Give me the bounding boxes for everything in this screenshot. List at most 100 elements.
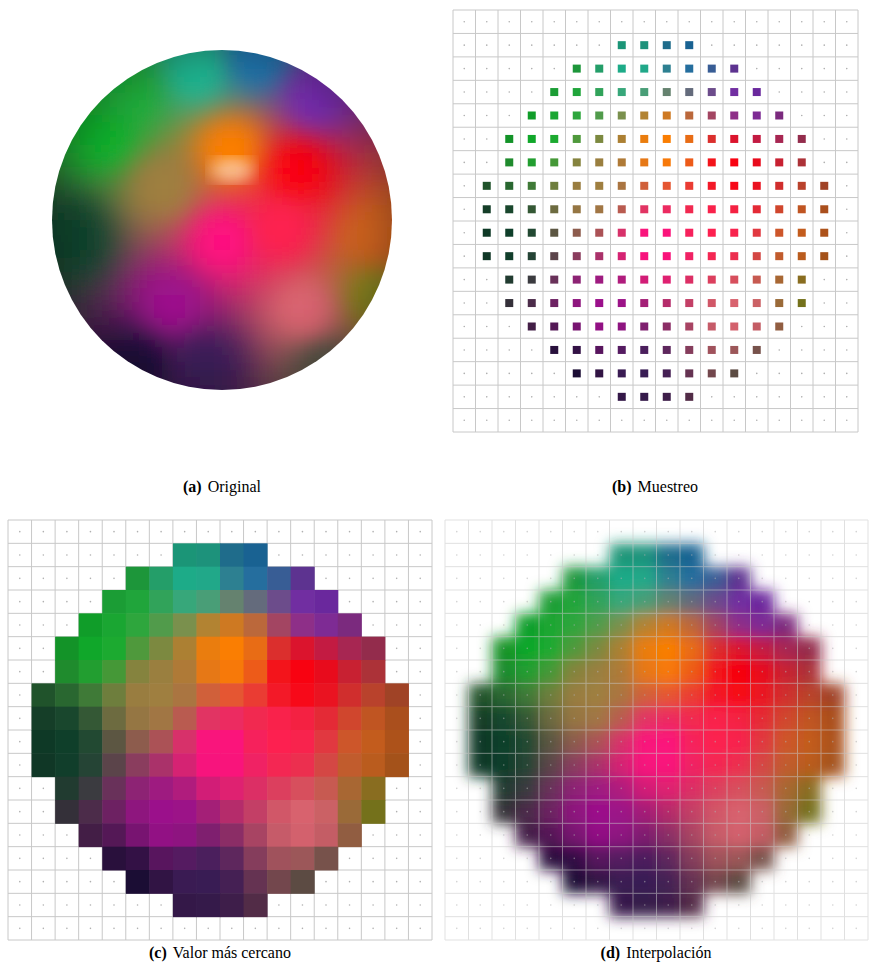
sphere-pixel [230,48,238,56]
sphere-pixel [230,333,238,341]
sphere-pixel [177,190,185,198]
sphere-pixel [200,325,208,333]
sphere-pixel [350,130,358,138]
sphere-pixel [177,40,185,48]
sphere-pixel [215,190,223,198]
sphere-pixel [282,198,290,206]
sphere-pixel [342,258,350,266]
sphere-pixel [177,78,185,86]
sphere-pixel [80,63,88,71]
sphere-pixel [80,115,88,123]
sphere-pixel [320,63,328,71]
sphere-pixel [222,265,230,273]
sphere-pixel [95,228,103,236]
sphere-pixel [192,333,200,341]
sphere-pixel [65,123,73,131]
sphere-pixel [335,325,343,333]
sphere-pixel [275,213,283,221]
sphere-pixel [192,318,200,326]
sphere-pixel [102,250,110,258]
sphere-pixel [230,393,238,401]
sphere-pixel [50,145,58,153]
sphere-pixel [72,288,80,296]
sphere-pixel [125,228,133,236]
sphere-pixel [305,168,313,176]
sphere-pixel [50,303,58,311]
sphere-pixel [252,393,260,401]
sphere-pixel [320,108,328,116]
sphere-pixel [170,348,178,356]
sphere-pixel [140,70,148,78]
sphere-pixel [162,310,170,318]
sphere-pixel [57,235,65,243]
sphere-pixel [72,198,80,206]
sphere-pixel [117,108,125,116]
sphere-pixel [282,93,290,101]
sphere-pixel [252,55,260,63]
sphere-pixel [147,70,155,78]
sphere-pixel [140,108,148,116]
sphere-pixel [192,108,200,116]
sphere-pixel [230,78,238,86]
sphere-pixel [297,48,305,56]
sphere-pixel [87,145,95,153]
sphere-pixel [350,220,358,228]
sphere-pixel [110,55,118,63]
sphere-pixel [215,153,223,161]
sphere-pixel [192,370,200,378]
sphere-pixel [80,273,88,281]
sphere-pixel [185,288,193,296]
sphere-pixel [117,123,125,131]
sphere-pixel [350,228,358,236]
sphere-pixel [260,175,268,183]
sphere-pixel [200,280,208,288]
sphere-pixel [215,85,223,93]
sphere-pixel [312,160,320,168]
sphere-pixel [245,205,253,213]
sphere-pixel [252,70,260,78]
sphere-pixel [335,340,343,348]
sphere-pixel [222,243,230,251]
sphere-pixel [87,273,95,281]
sphere-pixel [327,228,335,236]
sphere-pixel [230,310,238,318]
sphere-pixel [275,228,283,236]
sphere-pixel [245,85,253,93]
sphere-pixel [252,340,260,348]
sphere-pixel [57,168,65,176]
sphere-pixel [65,310,73,318]
sphere-pixel [290,63,298,71]
sphere-pixel [140,55,148,63]
sphere-pixel [200,55,208,63]
sphere-pixel [282,243,290,251]
sphere-pixel [207,295,215,303]
sphere-pixel [72,318,80,326]
sphere-pixel [245,393,253,401]
sphere-pixel [320,273,328,281]
sphere-pixel [252,288,260,296]
sphere-pixel [335,348,343,356]
sphere-pixel [140,190,148,198]
sphere-pixel [65,108,73,116]
sphere-pixel [320,48,328,56]
sphere-pixel [327,258,335,266]
sphere-pixel [132,355,140,363]
sphere-pixel [102,198,110,206]
sphere-pixel [177,123,185,131]
sphere-pixel [110,130,118,138]
sphere-pixel [252,78,260,86]
sphere-pixel [245,70,253,78]
sphere-pixel [275,115,283,123]
sphere-pixel [72,175,80,183]
sphere-pixel [132,378,140,386]
sphere-pixel [185,40,193,48]
sphere-pixel [132,370,140,378]
sphere-pixel [50,325,58,333]
sphere-pixel [117,333,125,341]
sphere-pixel [200,40,208,48]
sphere-pixel [132,258,140,266]
sphere-pixel [267,385,275,393]
sphere-pixel [50,273,58,281]
sphere-pixel [320,145,328,153]
sphere-pixel [117,228,125,236]
